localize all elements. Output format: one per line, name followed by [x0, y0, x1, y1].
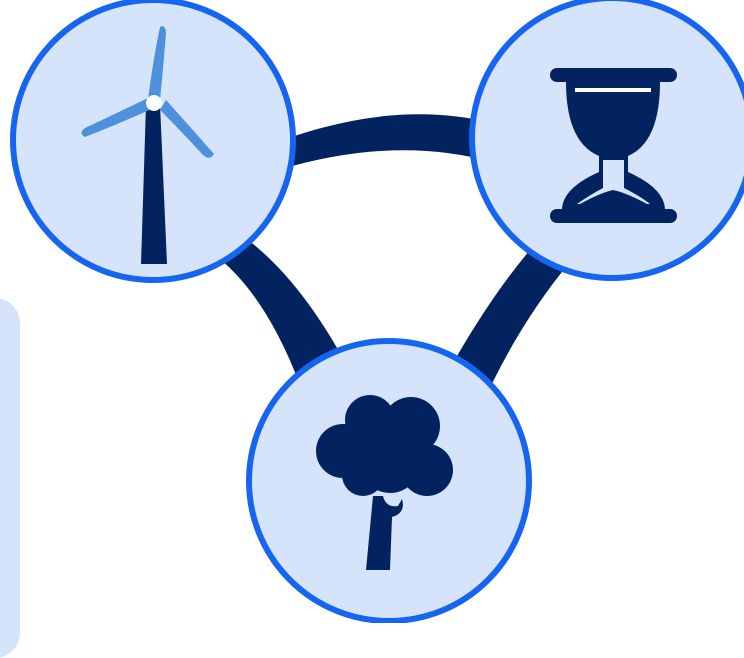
connection-diagram — [10, 0, 744, 623]
connector-wind-nature — [205, 240, 345, 385]
wind-turbine-icon — [81, 26, 214, 264]
connector-group — [205, 114, 570, 392]
hourglass-icon — [550, 68, 677, 223]
connector-time-nature — [448, 250, 570, 392]
connector-wind-time — [278, 114, 492, 170]
tree-icon — [316, 395, 453, 570]
side-panel-card — [0, 298, 20, 658]
